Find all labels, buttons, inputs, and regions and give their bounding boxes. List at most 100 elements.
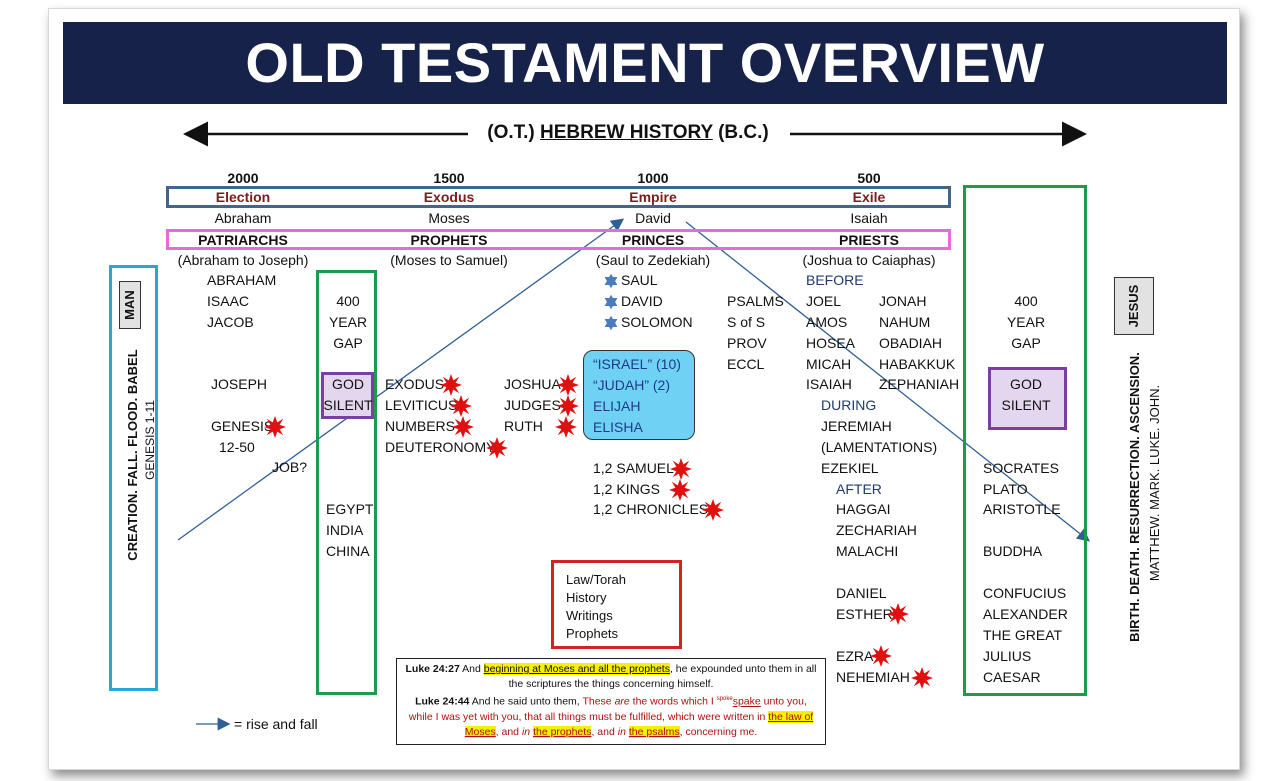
book-chronicles: 1,2 CHRONICLES [593,501,709,517]
era-empire: Empire [629,189,677,205]
nation-india: INDIA [326,522,364,538]
prophet-ezekiel: EZEKIEL [821,460,879,476]
year-500: 500 [857,170,881,186]
canon-writings: Writings [566,608,613,623]
burst-icon [557,395,579,417]
prophet-elisha: ELISHA [593,419,643,435]
figure-moses: Moses [428,210,470,226]
book-kings: 1,2 KINGS [593,481,660,497]
burst-icon [557,374,579,396]
book-leviticus: LEVITICUS [385,397,458,413]
range-patriarchs: (Abraham to Joseph) [177,252,309,268]
range-priests: (Joshua to Caiaphas) [802,252,936,268]
world-alexander: ALEXANDER [983,606,1068,622]
burst-icon [911,667,933,689]
book-psalms: PSALMS [727,293,784,309]
legend-label: = rise and fall [234,716,318,732]
world-aristotle: ARISTOTLE [983,501,1061,517]
king-saul: SAUL [621,272,658,288]
god-silent-box-right [988,367,1067,430]
prophet-habakkuk: HABAKKUK [879,356,956,372]
range-prophets: (Moses to Samuel) [390,252,508,268]
gap-box-left [316,270,377,695]
era-exile: Exile [852,189,886,205]
title-banner: OLD TESTAMENT OVERVIEW [63,22,1227,104]
burst-icon [670,458,692,480]
genesis-label: GENESIS 1-11 [143,400,157,480]
god-silent-right-silent: SILENT [1001,397,1051,413]
gap-right-400: 400 [1014,293,1038,309]
god-silent-right-god: GOD [1010,376,1042,392]
group-princes: PRINCES [621,232,685,248]
patriarch-isaac: ISAAC [207,293,250,309]
jesus-tag [1114,277,1154,335]
prophet-micah: MICAH [806,356,852,372]
book-samuel: 1,2 SAMUEL [593,460,674,476]
prophet-isaiah: ISAIAH [806,376,852,392]
burst-icon [450,395,472,417]
group-box [166,229,951,250]
book-ecclesiastes: ECCL [727,356,765,372]
book-proverbs: PROV [727,335,767,351]
era-box [166,186,951,208]
gap-left-400: 400 [336,293,360,309]
prophet-haggai: HAGGAI [836,501,891,517]
range-princes: (Saul to Zedekiah) [595,252,711,268]
god-silent-box-left [321,372,374,419]
kingdom-judah: “JUDAH” (2) [593,377,670,393]
burst-icon [264,416,286,438]
burst-icon [870,645,892,667]
burst-icon [887,603,909,625]
book-esther: ESTHER [836,606,893,622]
burst-icon [669,479,691,501]
gap-left-year: YEAR [328,314,368,330]
star-of-david-icon [604,294,618,310]
page-title: OLD TESTAMENT OVERVIEW [245,31,1045,94]
verse-luke-24-27: Luke 24:27 And beginning at Moses and al… [405,663,817,690]
job-book: JOB? [272,459,308,475]
canon-box [551,560,682,649]
rise-arrow [177,218,625,541]
burst-icon [440,374,462,396]
canon-prophets: Prophets [566,626,619,641]
star-of-david-icon [604,273,618,289]
prophets-during: DURING [821,397,877,413]
prophet-jonah: JONAH [879,293,927,309]
book-lamentations: (LAMENTATIONS) [821,439,938,455]
world-plato: PLATO [983,481,1028,497]
book-deuteronomy: DEUTERONOMY [385,439,496,455]
burst-icon [555,416,577,438]
kingdom-israel: “ISRAEL” (10) [593,356,681,372]
creation-label: CREATION. FALL. FLOOD. BABEL [125,349,140,561]
canon-law: Law/Torah [566,572,626,587]
gospel-events-label: BIRTH. DEATH. RESURRECTION. ASCENSION. [1127,352,1142,642]
canon-history: History [566,590,607,605]
world-buddha: BUDDHA [983,543,1043,559]
figure-isaiah: Isaiah [850,210,888,226]
god-silent-left-silent: SILENT [323,397,373,413]
man-box [109,265,158,691]
history-heading: (O.T.) HEBREW HISTORY (B.C.) [487,122,769,143]
group-priests: PRIESTS [839,232,899,248]
divided-kingdom-box [583,350,695,440]
prophet-joel: JOEL [806,293,842,309]
figure-abraham: Abraham [214,210,272,226]
group-prophets: PROPHETS [410,232,488,248]
burst-icon [486,437,508,459]
man-tag [119,281,141,329]
prophet-zephaniah: ZEPHANIAH [879,376,960,392]
gap-left-gap: GAP [333,335,363,351]
book-daniel: DANIEL [836,585,887,601]
prophet-nahum: NAHUM [879,314,931,330]
jesus-label: JESUS [1126,284,1141,328]
gospels-label: MATTHEW. MARK. LUKE. JOHN. [1147,384,1162,582]
prophet-hosea: HOSEA [806,335,856,351]
gap-right-year: YEAR [1006,314,1046,330]
gap-box-right [963,185,1087,696]
world-the-great: THE GREAT [983,627,1063,643]
patriarch-joseph: JOSEPH [211,376,268,392]
year-1500: 1500 [433,170,465,186]
genesis-book: GENESIS [211,418,274,434]
figure-david: David [635,210,671,226]
